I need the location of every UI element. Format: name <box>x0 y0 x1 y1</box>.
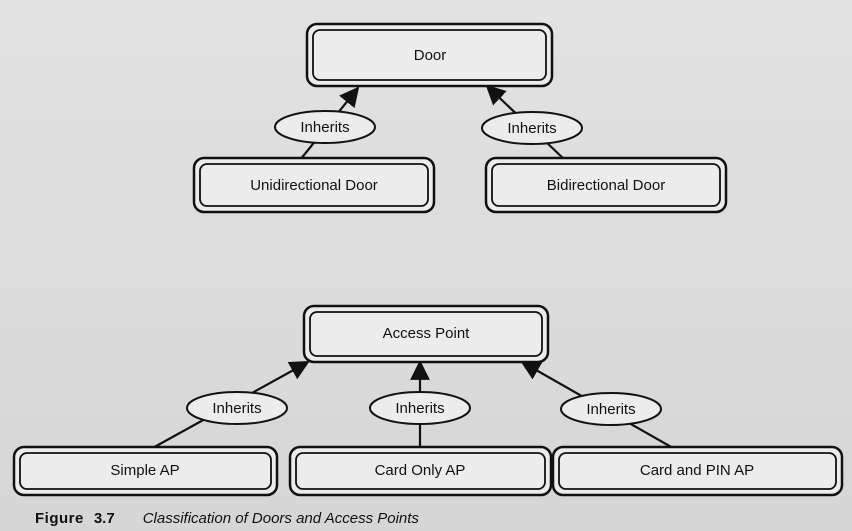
figure-title: Classification of Doors and Access Point… <box>142 510 419 527</box>
node-bidirectional-door: Bidirectional Door <box>484 156 728 214</box>
simple-ap-label: Simple AP <box>110 462 179 479</box>
edge-label-card-only-ap: Inherits <box>369 391 471 425</box>
edge-label-uni-door: Inherits <box>274 110 376 144</box>
inherits-label: Inherits <box>212 400 261 417</box>
figure-label: Figure <box>35 510 84 527</box>
node-simple-ap: Simple AP <box>12 445 279 497</box>
unidirectional-door-label: Unidirectional Door <box>250 177 378 194</box>
bidirectional-door-label: Bidirectional Door <box>547 177 665 194</box>
node-door: Door <box>305 22 554 88</box>
door-label: Door <box>414 47 447 64</box>
figure-caption: Figure 3.7 Classification of Doors and Acc… <box>35 510 419 527</box>
access-point-label: Access Point <box>383 325 471 342</box>
node-card-only-ap: Card Only AP <box>288 445 553 497</box>
figure-number: 3.7 <box>93 510 115 527</box>
node-access-point: Access Point <box>302 304 550 364</box>
card-and-pin-ap-label: Card and PIN AP <box>640 462 754 479</box>
edge-label-simple-ap: Inherits <box>186 391 288 425</box>
inherits-label: Inherits <box>586 401 635 418</box>
inherits-label: Inherits <box>395 400 444 417</box>
node-unidirectional-door: Unidirectional Door <box>192 156 436 214</box>
node-card-and-pin-ap: Card and PIN AP <box>551 445 844 497</box>
inherits-label: Inherits <box>507 120 556 137</box>
card-only-ap-label: Card Only AP <box>375 462 466 479</box>
edge-label-card-and-pin-ap: Inherits <box>560 392 662 426</box>
inherits-label: Inherits <box>300 119 349 136</box>
edge-label-bi-door: Inherits <box>481 111 583 145</box>
